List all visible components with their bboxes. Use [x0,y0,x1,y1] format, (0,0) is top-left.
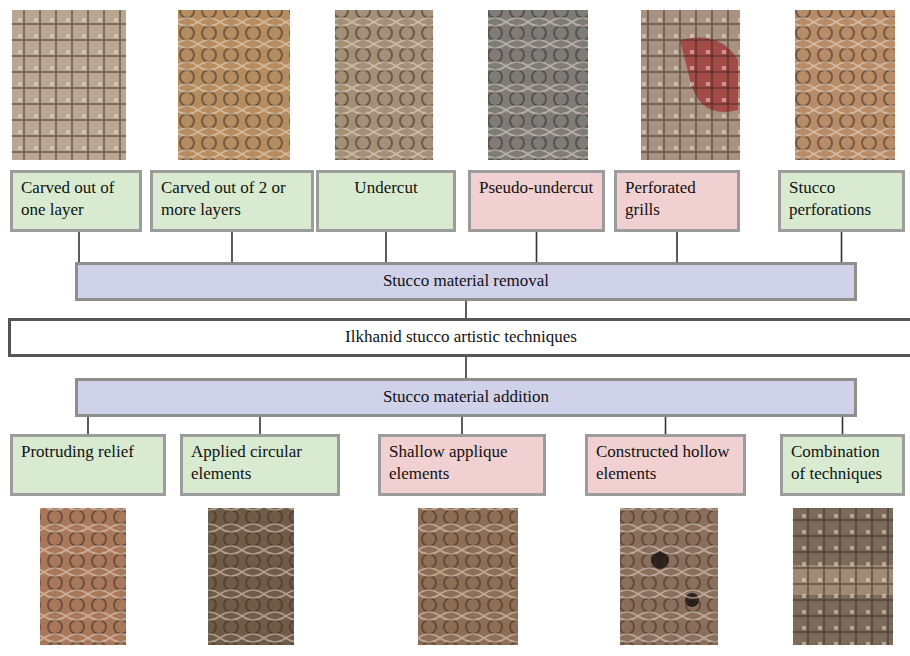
node-label: Perforated grills [625,177,729,221]
root-band: Ilkhanid stucco artistic techniques [8,318,910,357]
stucco-photo-texture [620,508,718,645]
stucco-photo-texture [488,10,588,160]
node-label: Stucco perforations [789,177,894,221]
stucco-photo [12,10,126,160]
node-label: Constructed hollow elements [596,441,735,485]
node-label: Applied circular elements [191,441,329,485]
technique-box: Stucco perforations [778,170,905,232]
stucco-photo-texture [178,10,290,160]
node-label: Combination of techniques [791,441,894,485]
node-label: Shallow applique elements [389,441,535,485]
technique-box: Carved out of one layer [10,170,142,232]
connector-line [465,301,467,318]
category-band: Stucco material removal [75,262,857,301]
technique-box: Constructed hollow elements [585,434,746,496]
stucco-photo [795,10,895,160]
node-label: Carved out of 2 or more layers [161,177,303,221]
stucco-photo-texture [418,508,518,645]
connector-line [665,417,667,434]
category-band: Stucco material addition [75,378,857,417]
stucco-photo [40,508,126,645]
technique-box: Shallow applique elements [378,434,546,496]
node-label: Undercut [327,177,445,199]
stucco-photo [418,508,518,645]
node-label: Stucco material addition [86,386,846,408]
stucco-photo [620,508,718,645]
stucco-photo-texture [795,10,895,160]
node-label: Pseudo-undercut [479,177,594,199]
connector-line [841,232,843,262]
stucco-photo [793,508,893,645]
node-label: Protruding relief [21,441,155,463]
connector-line [842,417,844,434]
stucco-photo [641,10,740,160]
technique-box: Protruding relief [10,434,166,496]
connector-line [231,232,233,262]
connector-line [78,232,80,262]
connector-line [676,232,678,262]
connector-line [385,232,387,262]
stucco-photo-texture [208,508,294,645]
stucco-photo [335,10,433,160]
connector-line [461,417,463,434]
stucco-photo-texture [335,10,433,160]
stucco-photo-texture [12,10,126,160]
stucco-photo-texture [793,508,893,645]
technique-box: Undercut [316,170,456,232]
connector-line [259,417,261,434]
technique-box: Pseudo-undercut [468,170,605,232]
technique-box: Carved out of 2 or more layers [150,170,314,232]
connector-line [465,357,467,378]
node-label: Carved out of one layer [21,177,131,221]
technique-box: Applied circular elements [180,434,340,496]
stucco-photo [488,10,588,160]
node-label: Ilkhanid stucco artistic techniques [19,326,903,348]
technique-box: Perforated grills [614,170,740,232]
technique-box: Combination of techniques [780,434,905,496]
connector-line [87,417,89,434]
stucco-photo-texture [40,508,126,645]
connector-line [536,232,538,262]
node-label: Stucco material removal [86,270,846,292]
stucco-photo-texture [641,10,740,160]
stucco-photo [178,10,290,160]
stucco-photo [208,508,294,645]
